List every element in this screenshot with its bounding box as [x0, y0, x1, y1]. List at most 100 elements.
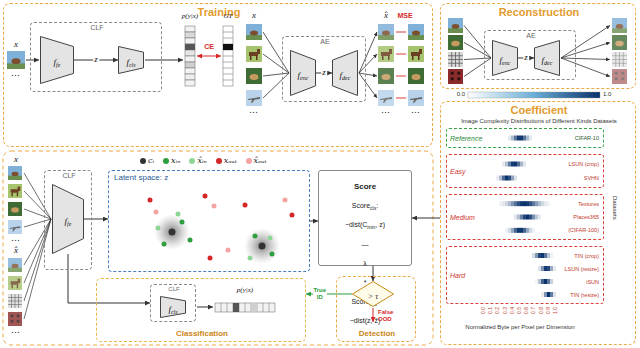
heat-cell — [520, 228, 523, 233]
point — [176, 212, 181, 217]
ellipsis: ... — [12, 235, 21, 242]
heat-cell — [544, 201, 547, 206]
heat-cell — [544, 266, 547, 271]
heat-cell — [523, 228, 526, 233]
text-line: fcls — [168, 297, 177, 316]
node-text: fe — [56, 62, 60, 68]
class-center — [259, 243, 266, 250]
node-text: f — [298, 70, 301, 80]
input-image — [246, 24, 262, 40]
heat-cell — [526, 215, 529, 220]
point — [203, 194, 208, 199]
legend-item: x̂ₒᵤₜ — [246, 156, 267, 165]
annotation: x̂ — [14, 245, 18, 255]
in-distribution-points — [162, 220, 275, 257]
node-text: f — [54, 57, 57, 67]
category-label: Reference — [450, 135, 482, 142]
heat-cell — [505, 162, 508, 167]
bar-frame — [223, 26, 233, 86]
reconstructed-image — [378, 46, 394, 62]
point — [188, 238, 193, 243]
point — [253, 234, 258, 239]
output-line — [359, 73, 377, 98]
heat-cell — [541, 201, 544, 206]
text-line: Score — [354, 174, 376, 193]
shape-fill — [161, 297, 186, 318]
axis-tick: 1.0 — [553, 307, 558, 314]
input-image — [246, 68, 262, 84]
heat-cell — [514, 162, 517, 167]
heatmap — [496, 136, 556, 298]
text-line: fdec — [340, 63, 351, 82]
heat-cell — [535, 253, 538, 258]
annotation: GT — [224, 12, 233, 20]
class-center-halo — [154, 214, 190, 250]
heat-cell — [502, 176, 505, 181]
ellipsis: ... — [250, 107, 259, 114]
point — [180, 220, 185, 225]
dataset-name: TIN (crop) — [574, 253, 599, 259]
classification-box: ClassificationCLFfcls — [96, 278, 306, 342]
input-image — [246, 46, 262, 62]
class-center — [169, 229, 176, 236]
axis-tick: 0.1 — [488, 307, 493, 314]
legend-text: cᵢ — [148, 156, 154, 165]
heat-cell — [544, 279, 547, 284]
input-image — [7, 51, 25, 69]
annotation: z — [523, 52, 529, 62]
reconstructed-out-points — [154, 198, 288, 253]
category-label: Hard — [450, 272, 465, 279]
trapezoid-outline — [332, 50, 358, 96]
legend-text: xᵢₙ — [171, 156, 180, 165]
ground-truth-bar — [223, 26, 233, 86]
heat-cell — [517, 215, 520, 220]
node-text: fe — [67, 221, 71, 227]
connector — [310, 221, 318, 222]
reconstructed-image — [8, 312, 22, 326]
text-flow: ffe — [52, 184, 84, 254]
text-line: fcls — [126, 50, 135, 69]
panel-title: Reconstruction — [499, 6, 580, 18]
reconstructed-image — [612, 35, 627, 50]
input-lines — [263, 32, 289, 98]
shape-fill — [119, 47, 144, 74]
difficulty-band: HardTIN (crop)LSUN (resize)iSUNTIN (resi… — [446, 246, 604, 304]
legend-text: xₒᵤₜ — [224, 156, 237, 165]
output-line — [561, 43, 610, 59]
arrow — [197, 307, 213, 308]
text-line: — — [362, 232, 369, 251]
pipeline-panel — [3, 151, 433, 345]
heat-cell — [523, 162, 526, 167]
text-line: fenc — [500, 48, 511, 67]
dataset-name: (CIFAR-100) — [568, 227, 599, 233]
point — [290, 213, 295, 218]
text-line: λ — [363, 251, 367, 270]
trapezoid-outline — [40, 36, 74, 84]
shape-fill — [41, 37, 74, 84]
input-image — [246, 90, 262, 106]
heat-cell — [550, 279, 553, 284]
ellipsis: ... — [12, 70, 21, 77]
point — [212, 204, 217, 209]
heat-cell — [514, 136, 517, 141]
input-image — [8, 220, 22, 234]
node-text: enc — [300, 75, 308, 81]
heat-cell — [511, 228, 514, 233]
ellipsis: ... — [412, 107, 421, 114]
annotation: x — [14, 39, 18, 49]
chart-title: Image Complexity Distributions of Differ… — [461, 118, 617, 124]
shape-fill — [535, 41, 560, 76]
colorbar — [468, 92, 600, 98]
trapezoid-outline — [52, 184, 84, 254]
heat-cell — [541, 266, 544, 271]
reconstructed-image — [378, 90, 394, 106]
legend-swatch — [140, 158, 146, 164]
node-text: −dist(z, ẑ) — [350, 317, 381, 324]
point — [208, 256, 213, 261]
dataset-name: TIN (resize) — [570, 292, 599, 298]
text-line: Scorecls: — [352, 193, 378, 212]
heat-cell — [517, 162, 520, 167]
node-text: cls — [129, 62, 136, 68]
module-title: CLF — [168, 286, 179, 292]
